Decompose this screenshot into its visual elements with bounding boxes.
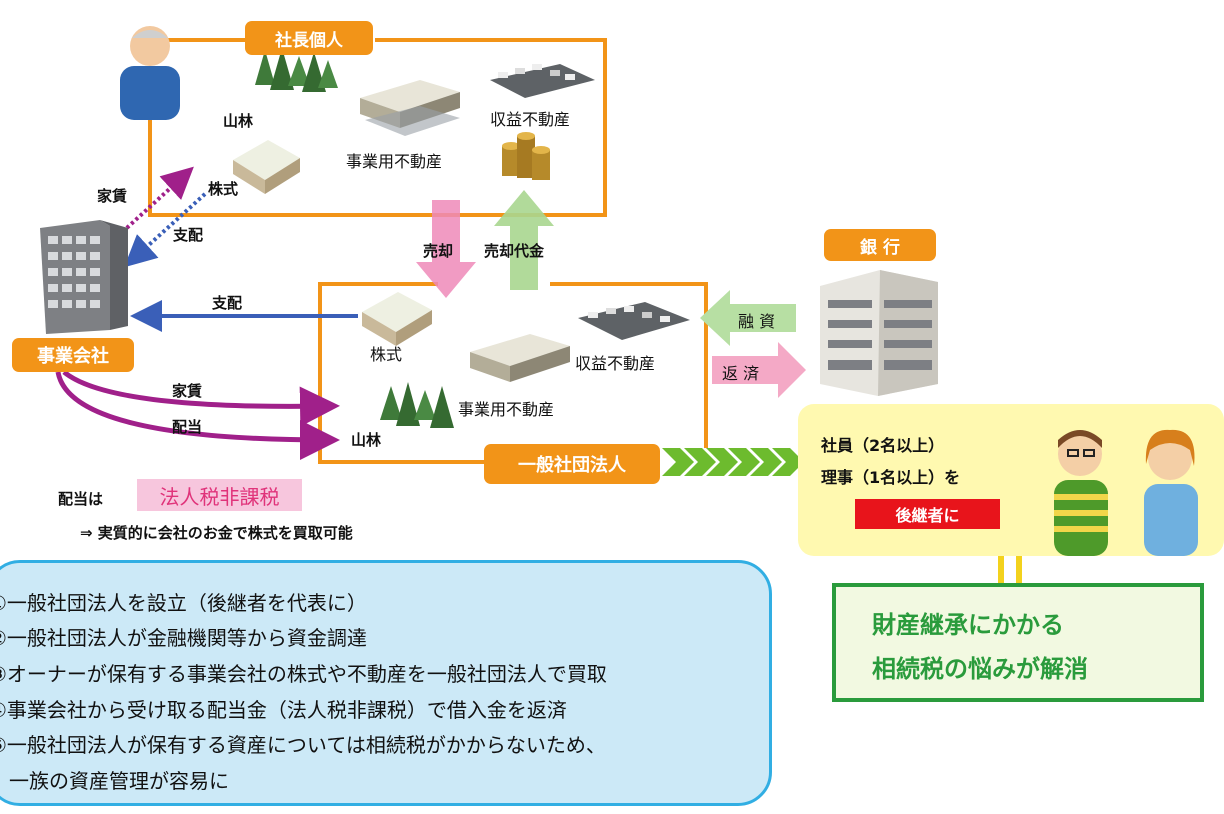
shares-stack-mid [362, 292, 432, 346]
sale-arrow [416, 200, 476, 298]
members-line2: 理事（1名以上）を [821, 468, 961, 487]
bank-tag: 銀 行 [824, 229, 936, 261]
link-line-left [998, 548, 1004, 584]
successor-figures [1054, 429, 1198, 556]
president-figure [120, 26, 180, 120]
sale-label: 売却 [423, 242, 454, 260]
successor-badge: 後継者に [855, 499, 1000, 529]
step-1: ①一般社団法人を設立（後継者を代表に） [0, 591, 367, 615]
shares-stack-top [233, 140, 300, 194]
forest-mid [380, 382, 454, 428]
result-line1: 財産継承にかかる [872, 611, 1064, 639]
sale-proceeds-label: 売却代金 [484, 242, 545, 260]
forest-top-label: 山林 [223, 112, 254, 130]
rent-bottom-label: 家賃 [172, 382, 203, 400]
repay-label: 返 済 [722, 364, 760, 383]
parking-lot-mid [578, 302, 690, 340]
parking-lot-top [490, 64, 595, 98]
income-realestate-top-label: 収益不動産 [490, 110, 571, 129]
income-realestate-mid-label: 収益不動産 [575, 354, 656, 373]
proceeds-arrow [494, 190, 554, 290]
loan-arrow [700, 290, 796, 346]
tax-exempt-badge: 法人税非課税 [137, 479, 302, 511]
step-2: ②一般社団法人が金融機関等から資金調達 [0, 626, 367, 650]
step-4: ④事業会社から受け取る配当金（法人税非課税）で借入金を返済 [0, 698, 567, 722]
association-tag: 一般社団法人 [484, 444, 660, 484]
members-line1: 社員（2名以上） [821, 436, 945, 455]
rent-label: 家賃 [97, 187, 128, 205]
association-frame [318, 282, 708, 464]
step-5: ⑤一般社団法人が保有する資産については相続税がかからないため、 [0, 733, 606, 757]
steps-box: ①一般社団法人を設立（後継者を代表に） ②一般社団法人が金融機関等から資金調達 … [0, 560, 772, 806]
result-box: 財産継承にかかる 相続税の悩みが解消 [832, 583, 1204, 702]
tax-prefix: 配当は [58, 490, 104, 508]
result-line2: 相続税の悩みが解消 [872, 655, 1088, 683]
step-6: 一族の資産管理が容易に [0, 769, 229, 793]
business-realestate-top-label: 事業用不動産 [346, 152, 443, 171]
bank-building [820, 270, 938, 396]
green-chevrons [662, 448, 804, 476]
shares-top-label: 株式 [208, 180, 239, 198]
forest-top [255, 48, 338, 92]
payment-mid-label: 支配 [212, 294, 243, 312]
company-tag: 事業会社 [12, 338, 134, 372]
repay-arrow [712, 342, 806, 398]
payment-top-label: 支配 [173, 226, 204, 244]
link-line-right [1016, 548, 1022, 584]
shares-mid-label: 株式 [370, 345, 403, 364]
president-tag: 社長個人 [245, 21, 373, 55]
forest-mid-label: 山林 [351, 431, 382, 449]
business-realestate-mid-label: 事業用不動産 [458, 400, 555, 419]
coins-icon [502, 132, 550, 180]
company-building [40, 220, 128, 334]
tax-note: ⇒ 実質的に会社のお金で株式を買取可能 [80, 524, 353, 542]
business-building-mid [470, 334, 570, 382]
loan-label: 融 資 [738, 312, 776, 331]
step-3: ③オーナーが保有する事業会社の株式や不動産を一般社団法人で買取 [0, 662, 607, 686]
business-building-top [360, 80, 460, 136]
members-panel: 社員（2名以上） 理事（1名以上）を [798, 404, 1224, 556]
dividend-label: 配当 [172, 418, 203, 436]
